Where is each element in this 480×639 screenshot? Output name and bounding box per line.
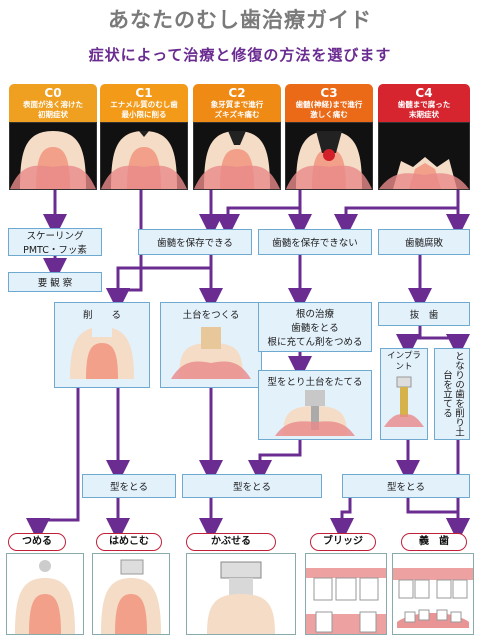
stage-c3-tooth-image [285, 122, 373, 190]
box-observe: 要 観 察 [8, 272, 102, 292]
cut-tooth-icon [70, 327, 134, 379]
box-cut-label: 削 る [82, 310, 121, 321]
denture-icon [393, 568, 473, 628]
stage-c0-tooth-image [9, 122, 97, 190]
stage-c4-tooth-image [378, 122, 470, 190]
stage-code: C1 [135, 86, 153, 100]
box-neighbor: となりの歯を削り土台を立てる [434, 348, 470, 440]
stage-desc-2: 初期症状 [38, 110, 68, 119]
stage-code: C0 [44, 86, 62, 100]
box-mold-1: 型をとる [82, 474, 176, 498]
box-implant-label: インプラント [387, 351, 421, 372]
bridge-icon [306, 568, 386, 634]
result-bridge-label: ブリッジ [310, 533, 376, 551]
inlay-tooth-icon [101, 559, 161, 634]
result-fill-label: つめる [8, 533, 66, 551]
stage-desc-2: 最小限に削る [121, 110, 167, 119]
box-preserve-label: 歯髄を保存できる [157, 238, 233, 249]
filling-tooth-icon [15, 560, 75, 634]
stage-c1-tooth-image [100, 122, 188, 190]
box-mold-1-label: 型をとる [109, 482, 148, 493]
stage-desc-2: ズキズキ痛む [214, 110, 260, 119]
stage-desc-2: 激しく痛む [310, 110, 348, 119]
stage-c4-header: C4 歯髄まで腐った 末期症状 [378, 84, 470, 122]
box-mold-2: 型をとる [182, 474, 322, 498]
box-neighbor-label: となりの歯を削り土台を立てる [441, 351, 464, 437]
tooth-icon [194, 131, 280, 189]
box-root-line2: 歯髄をとる [291, 323, 339, 334]
foundation-tooth-icon [171, 327, 251, 379]
result-crown-label: かぶせる [186, 533, 276, 551]
box-necrosis: 歯髄腐敗 [378, 229, 470, 255]
stage-code: C4 [415, 86, 433, 100]
box-foundation: 土台をつくる [160, 302, 262, 388]
result-bridge-image [305, 553, 387, 635]
result-crown-image [186, 553, 296, 635]
box-not-preserve: 歯髄を保存できない [258, 229, 372, 255]
box-implant: インプラント [380, 348, 428, 440]
stage-desc-1: 表面が浅く溶けた [23, 100, 83, 109]
box-root-line1: 根の治療 [295, 309, 334, 320]
stage-c3-header: C3 歯髄(神経)まで進行 激しく痛む [285, 84, 373, 122]
result-inlay-label: はめこむ [96, 533, 162, 551]
box-preserve: 歯髄を保存できる [138, 229, 252, 255]
result-inlay-image [92, 553, 170, 635]
stage-desc-1: 歯髄(神経)まで進行 [295, 100, 363, 109]
stage-c2-tooth-image [193, 122, 281, 190]
box-foundation-label: 土台をつくる [182, 310, 240, 321]
box-scaling: スケーリング PMTC・フッ素 [8, 228, 102, 256]
result-denture-image [392, 553, 474, 635]
stage-desc-2: 末期症状 [409, 110, 439, 119]
box-scaling-line2: PMTC・フッ素 [23, 245, 87, 256]
result-fill-image [6, 553, 84, 635]
stage-desc-1: エナメル質のむし歯 [110, 100, 178, 109]
box-mold-2-label: 型をとる [232, 482, 271, 493]
box-root-treatment: 根の治療 歯髄をとる 根に充てん剤をつめる [258, 302, 372, 352]
box-mold-3-label: 型をとる [386, 482, 425, 493]
box-extract: 抜 歯 [378, 302, 470, 326]
box-scaling-line1: スケーリング [26, 231, 84, 242]
box-observe-label: 要 観 察 [37, 278, 73, 289]
tooth-icon [379, 157, 469, 189]
box-cut: 削 る [54, 302, 150, 388]
box-necrosis-label: 歯髄腐敗 [404, 238, 443, 249]
result-denture-label: 義 歯 [401, 533, 467, 551]
post-core-icon [275, 390, 355, 436]
tooth-icon [286, 131, 372, 189]
box-root-line3: 根に充てん剤をつめる [267, 337, 363, 348]
box-mold-foundation: 型をとり土台をたてる [258, 370, 372, 440]
stage-c0-header: C0 表面が浅く溶けた 初期症状 [9, 84, 97, 122]
box-extract-label: 抜 歯 [409, 310, 439, 321]
page-title: あなたのむし歯治療ガイド [108, 8, 372, 32]
box-mold-3: 型をとる [342, 474, 470, 498]
box-mold-foundation-label: 型をとり土台をたてる [267, 377, 363, 388]
stage-c1-header: C1 エナメル質のむし歯 最小限に削る [100, 84, 188, 122]
page-subtitle: 症状によって治療と修復の方法を選びます [88, 46, 392, 64]
stage-code: C2 [228, 86, 246, 100]
stage-desc-1: 象牙質まで進行 [210, 100, 264, 109]
stage-desc-1: 歯髄まで腐った [397, 100, 451, 109]
box-not-preserve-label: 歯髄を保存できない [272, 238, 358, 249]
implant-icon [384, 376, 424, 427]
tooth-icon [10, 131, 96, 189]
tooth-icon [101, 131, 187, 189]
crown-tooth-icon [207, 561, 275, 634]
stage-c2-header: C2 象牙質まで進行 ズキズキ痛む [193, 84, 281, 122]
stage-code: C3 [320, 86, 338, 100]
